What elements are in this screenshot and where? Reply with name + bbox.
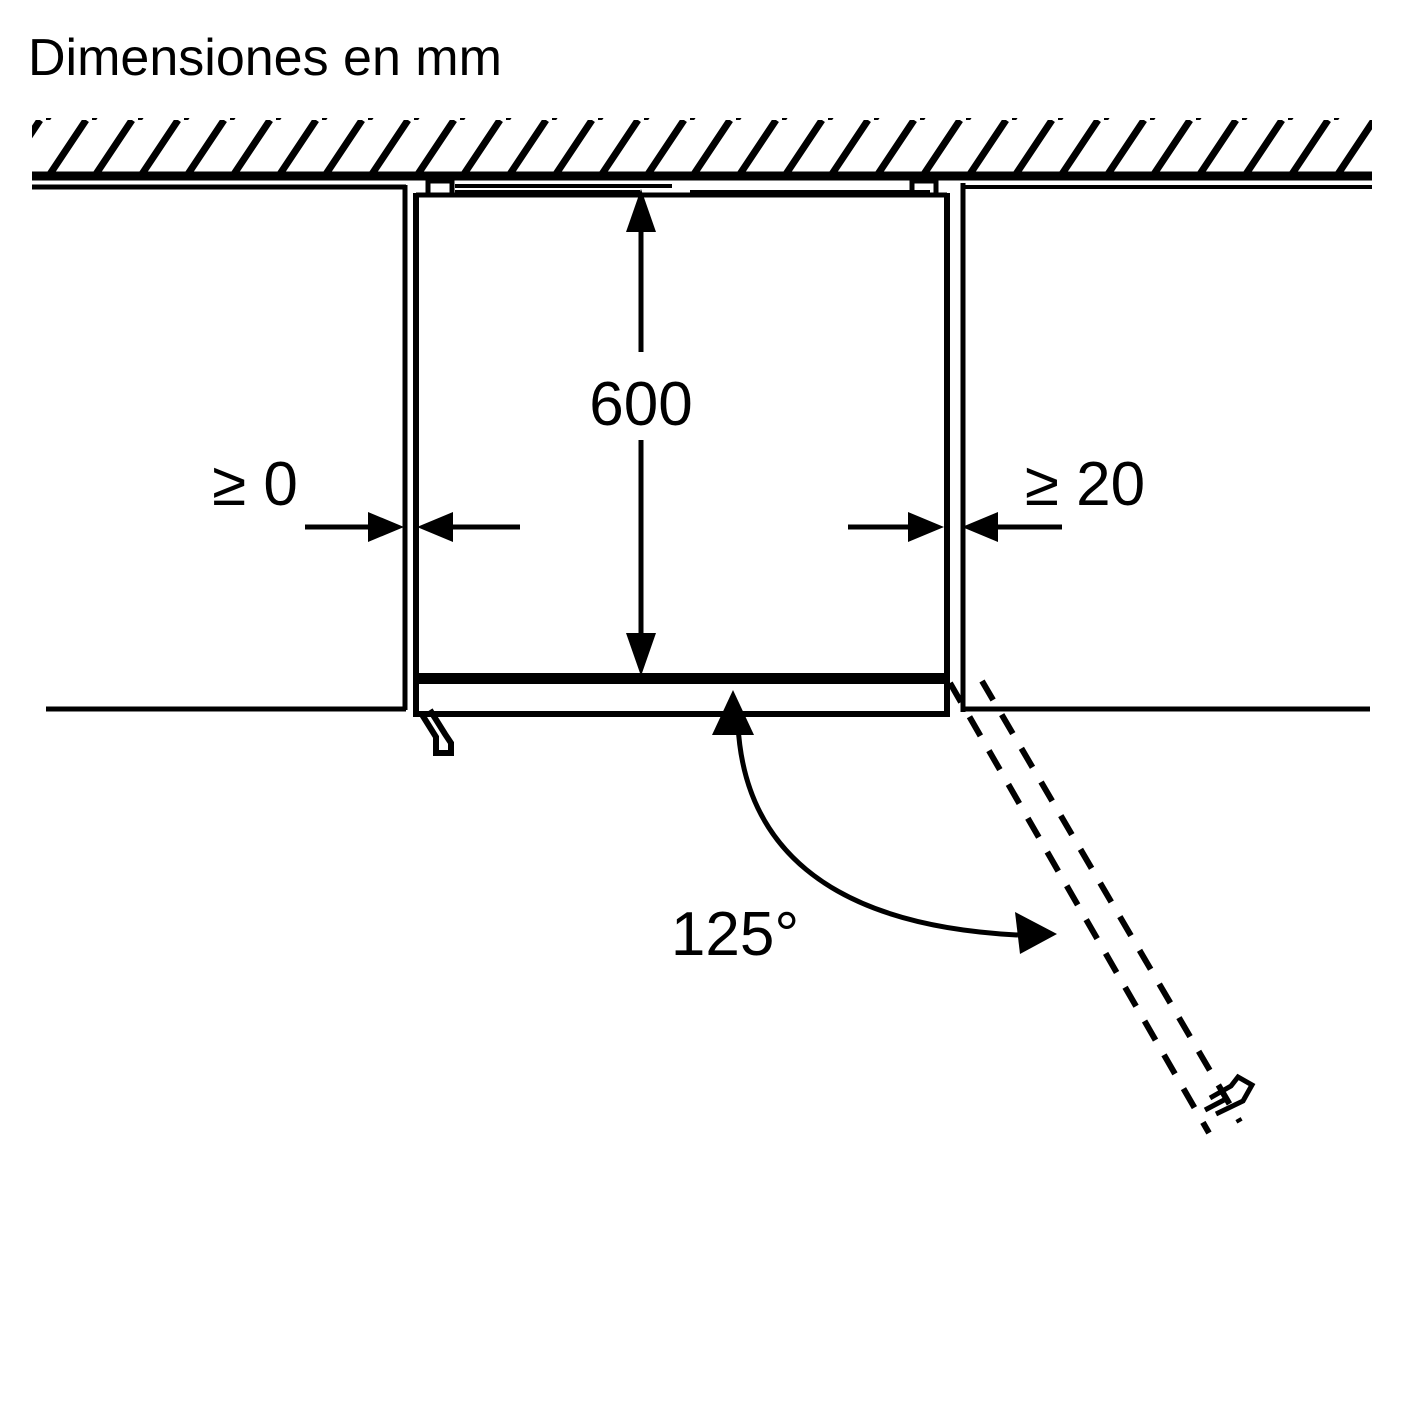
right-wall bbox=[960, 183, 1372, 712]
clearance-arrow-right-out bbox=[962, 512, 998, 542]
dimension-label-angle: 125° bbox=[671, 900, 799, 969]
dimension-right-clearance: ≥ 20 bbox=[848, 450, 1145, 542]
clearance-arrow-right-in bbox=[908, 512, 944, 542]
dimension-arrow-down bbox=[626, 633, 656, 676]
dimension-label-600: 600 bbox=[589, 370, 692, 439]
page-title: Dimensiones en mm bbox=[28, 29, 502, 87]
appliance-door-closed bbox=[413, 676, 950, 717]
dimension-600: 600 bbox=[589, 189, 693, 676]
dimension-arrow-up bbox=[626, 189, 656, 232]
mounting-tab-left bbox=[425, 178, 455, 193]
angle-arrow-start bbox=[712, 690, 754, 735]
left-wall bbox=[32, 184, 408, 712]
door-handle-open bbox=[1203, 1073, 1256, 1117]
dimension-door-angle: 125° bbox=[671, 690, 1057, 969]
clearance-arrow-left-in bbox=[368, 512, 404, 542]
clearance-arrow-left-out bbox=[417, 512, 453, 542]
ceiling-hatching bbox=[32, 118, 1372, 181]
angle-arc bbox=[735, 724, 1019, 938]
dimension-label-left-clearance: ≥ 0 bbox=[212, 450, 298, 519]
appliance-cabinet-outline bbox=[413, 178, 950, 679]
dimension-label-right-clearance: ≥ 20 bbox=[1025, 450, 1145, 519]
angle-arrow-end bbox=[1015, 912, 1057, 954]
cabinet-body bbox=[413, 193, 950, 679]
mounting-tab-right bbox=[909, 178, 939, 193]
appliance-door-open-dashed bbox=[947, 679, 1243, 1135]
door-handle-closed bbox=[418, 708, 454, 756]
dimension-left-clearance: ≥ 0 bbox=[212, 450, 520, 542]
